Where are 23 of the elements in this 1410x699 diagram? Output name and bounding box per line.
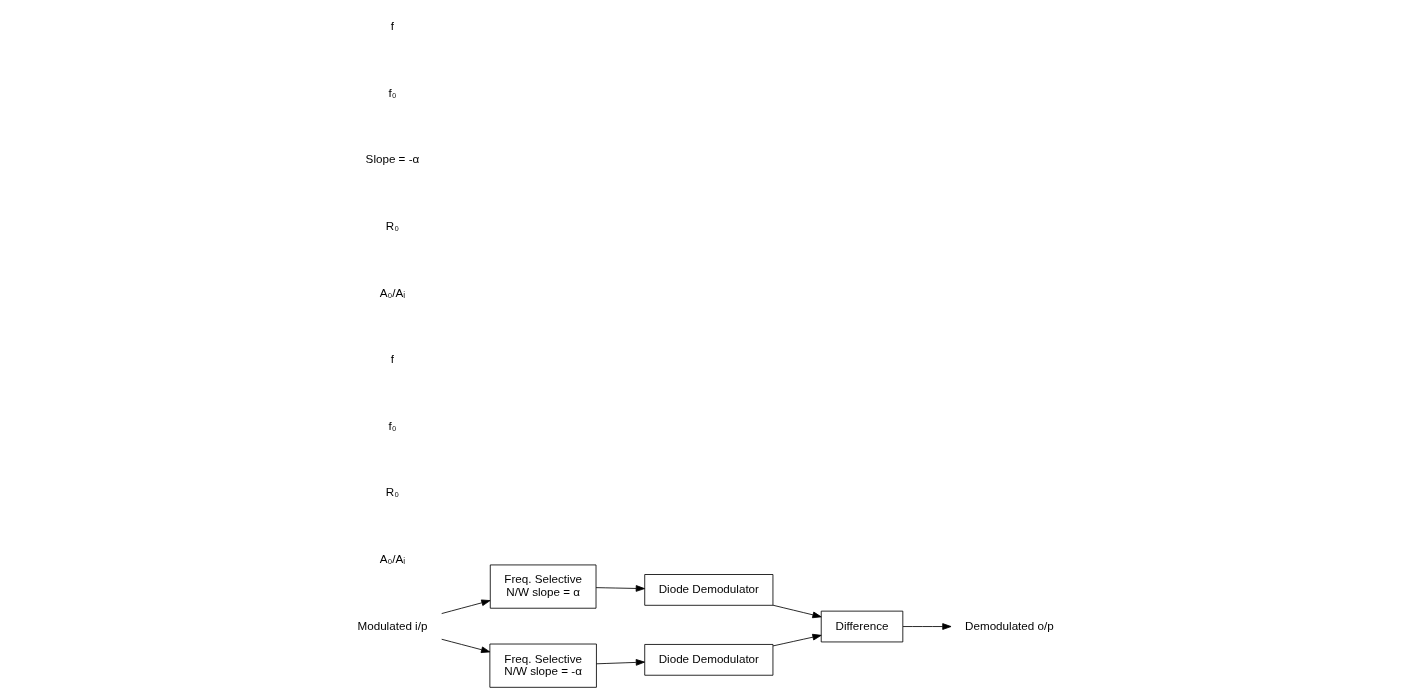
- label: f₀: [387, 85, 396, 99]
- label: A₀/Aᵢ: [379, 285, 405, 299]
- node-text: Demodulated o/p: [964, 618, 1054, 632]
- arrow: [902, 623, 951, 630]
- arrow: [440, 638, 490, 653]
- arrow: [772, 633, 822, 647]
- label: f: [390, 19, 394, 33]
- arrow: [595, 659, 645, 666]
- node-text: Modulated i/p: [357, 618, 427, 632]
- node-box: Diode Demodulator: [643, 574, 773, 606]
- arrow: [440, 599, 490, 614]
- node-box: Diode Demodulator: [643, 644, 773, 676]
- node-box: Freq. Selective N/W slope = α: [489, 564, 596, 609]
- arrow: [595, 585, 645, 592]
- label: f: [390, 352, 394, 366]
- node-box: Difference: [820, 610, 903, 643]
- label: Slope = -α: [365, 152, 419, 166]
- label: R₀: [385, 485, 399, 499]
- node-box: Freq. Selective N/W slope = -α: [488, 643, 597, 688]
- label: R₀: [385, 218, 399, 232]
- arrow: [772, 604, 822, 619]
- label: f₀: [387, 418, 396, 432]
- label: A₀/Aᵢ: [379, 552, 405, 566]
